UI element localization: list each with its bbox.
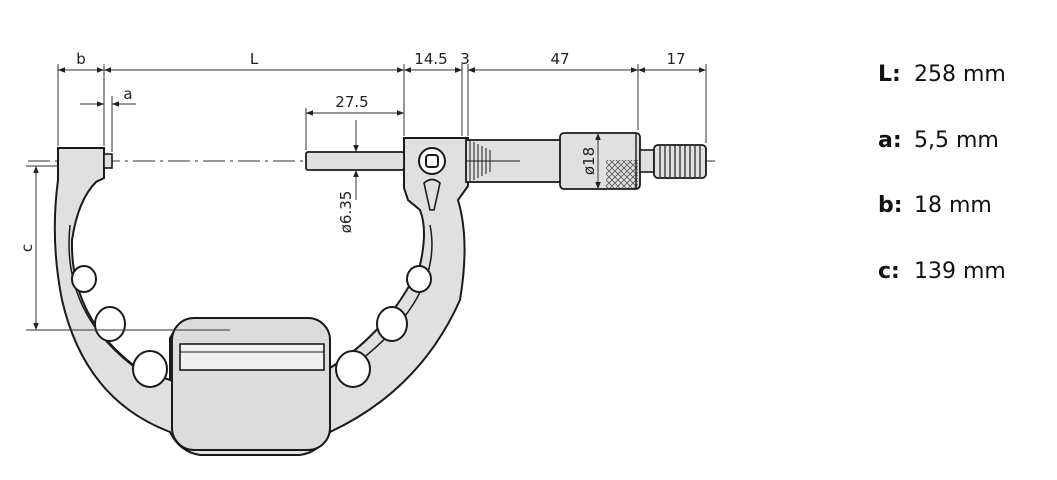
thimble-knurl bbox=[606, 160, 638, 188]
spec-row-c: c: 139 mm bbox=[878, 259, 1048, 325]
dim-label-c: c bbox=[18, 244, 36, 252]
spec-key: a: bbox=[878, 127, 902, 153]
dim-label-6-35: ø6.35 bbox=[337, 191, 355, 234]
dim-label-18: ø18 bbox=[580, 147, 598, 175]
frame-holes bbox=[71, 265, 432, 388]
ratchet-neck bbox=[639, 149, 655, 173]
dim-label-3: 3 bbox=[460, 50, 470, 68]
dim-label-17: 17 bbox=[666, 50, 685, 68]
dimension-lines bbox=[33, 67, 706, 330]
spec-row-b: b: 18 mm bbox=[878, 193, 1048, 259]
dim-label-a: a bbox=[123, 85, 132, 103]
spec-key: b: bbox=[878, 193, 903, 218]
dim-label-14-5: 14.5 bbox=[414, 50, 447, 68]
dim-label-47: 47 bbox=[550, 50, 569, 68]
dim-label-b: b bbox=[76, 50, 86, 68]
spec-value: 258 mm bbox=[914, 62, 1006, 87]
sleeve-graduations bbox=[466, 140, 520, 182]
spindle bbox=[305, 151, 405, 171]
dim-label-L: L bbox=[250, 50, 259, 68]
anvil bbox=[103, 153, 113, 169]
lock-knob-center bbox=[425, 154, 439, 168]
spec-value: 5,5 mm bbox=[914, 127, 999, 153]
spec-value: 18 mm bbox=[914, 193, 992, 218]
ratchet-knurl bbox=[659, 146, 701, 177]
lock-lever bbox=[423, 178, 441, 211]
dim-label-27-5: 27.5 bbox=[335, 93, 368, 111]
insulator-label bbox=[179, 343, 325, 371]
micrometer-drawing: b L 14.5 3 47 17 a 27.5 c ø6.35 ø18 bbox=[18, 50, 718, 456]
spec-value: 139 mm bbox=[914, 258, 1006, 284]
spec-list: L: 258 mm a: 5,5 mm b: 18 mm c: 139 mm bbox=[878, 62, 1048, 324]
spec-row-a: a: 5,5 mm bbox=[878, 128, 1048, 194]
spec-row-L: L: 258 mm bbox=[878, 62, 1048, 128]
spec-key: L: bbox=[878, 62, 901, 87]
spec-key: c: bbox=[878, 258, 900, 284]
heat-insulator-plate bbox=[171, 317, 331, 451]
spindle-lock-knob bbox=[418, 147, 446, 175]
frame-inner-edge bbox=[68, 224, 433, 379]
